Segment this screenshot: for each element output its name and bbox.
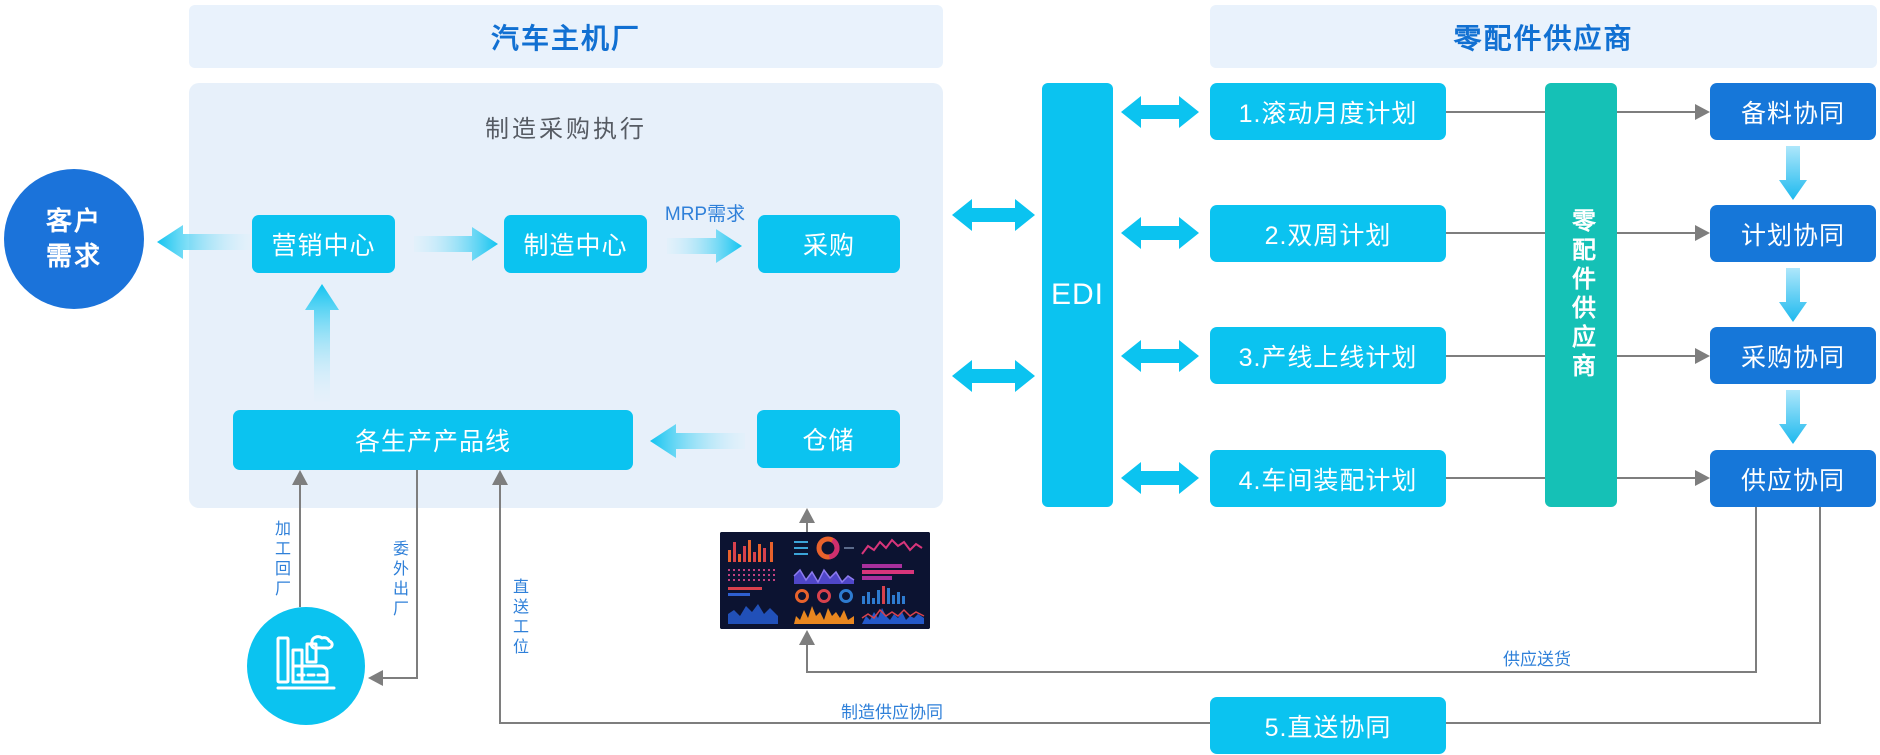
gray-connectors <box>299 111 1821 724</box>
double-arrow-edi-plan4 <box>1121 462 1199 494</box>
head-into-dashboard <box>799 630 815 645</box>
arrow-jihua-to-caigou <box>1779 268 1807 322</box>
head-into-warehouse <box>799 508 815 523</box>
edi-double-arrows <box>952 96 1199 494</box>
line-direct-station <box>499 478 1210 724</box>
arrow-caigou-to-gongying <box>1779 390 1807 444</box>
double-arrow-edi-plan3 <box>1121 340 1199 372</box>
gray-arrowheads <box>292 104 1710 686</box>
head-process-return <box>292 470 308 485</box>
arrow-to-customer <box>157 225 250 259</box>
header-oem: 汽车主机厂 <box>189 5 943 68</box>
header-oem-label: 汽车主机厂 <box>490 22 641 54</box>
head-collab3 <box>1695 348 1710 364</box>
double-arrow-edi-plan1 <box>1121 96 1199 128</box>
arrow-marketing-to-manufacturing <box>414 227 498 261</box>
panel-title: 制造采购执行 <box>485 116 647 143</box>
double-arrow-panel-edi-top <box>952 199 1035 231</box>
line-direct-to-supply <box>1445 507 1821 724</box>
head-outsourcing <box>368 670 383 686</box>
arrow-beiliao-to-jihua <box>1779 146 1807 200</box>
double-arrow-edi-plan2 <box>1121 217 1199 249</box>
line-supplier-delivery <box>806 507 1757 673</box>
arrow-warehouse-to-lines <box>650 424 745 458</box>
arrow-lines-to-marketing <box>305 284 339 402</box>
head-direct-station <box>492 470 508 485</box>
arrow-mrp-to-procurement <box>667 229 742 263</box>
line-outsourcing <box>376 470 418 679</box>
head-collab4 <box>1695 470 1710 486</box>
head-collab2 <box>1695 225 1710 241</box>
header-supplier: 零配件供应商 <box>1210 5 1877 68</box>
header-supplier-label: 零配件供应商 <box>1453 22 1634 54</box>
head-collab1 <box>1695 104 1710 120</box>
double-arrow-panel-edi-bottom <box>952 360 1035 392</box>
